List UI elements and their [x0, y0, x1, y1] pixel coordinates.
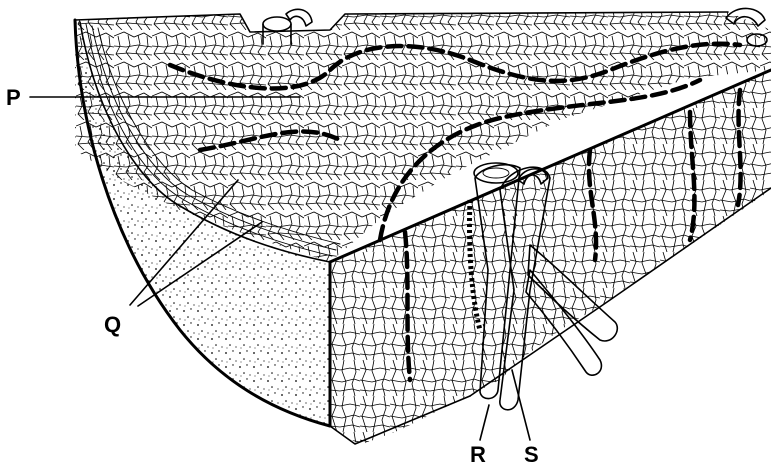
- label-s: S: [512, 370, 539, 467]
- label-r: R: [470, 405, 489, 467]
- label-r-text: R: [470, 442, 486, 467]
- label-s-text: S: [524, 442, 539, 467]
- label-p-text: P: [6, 85, 21, 110]
- label-s-leader: [512, 370, 530, 440]
- label-r-leader: [480, 405, 489, 440]
- label-q-text: Q: [104, 312, 121, 337]
